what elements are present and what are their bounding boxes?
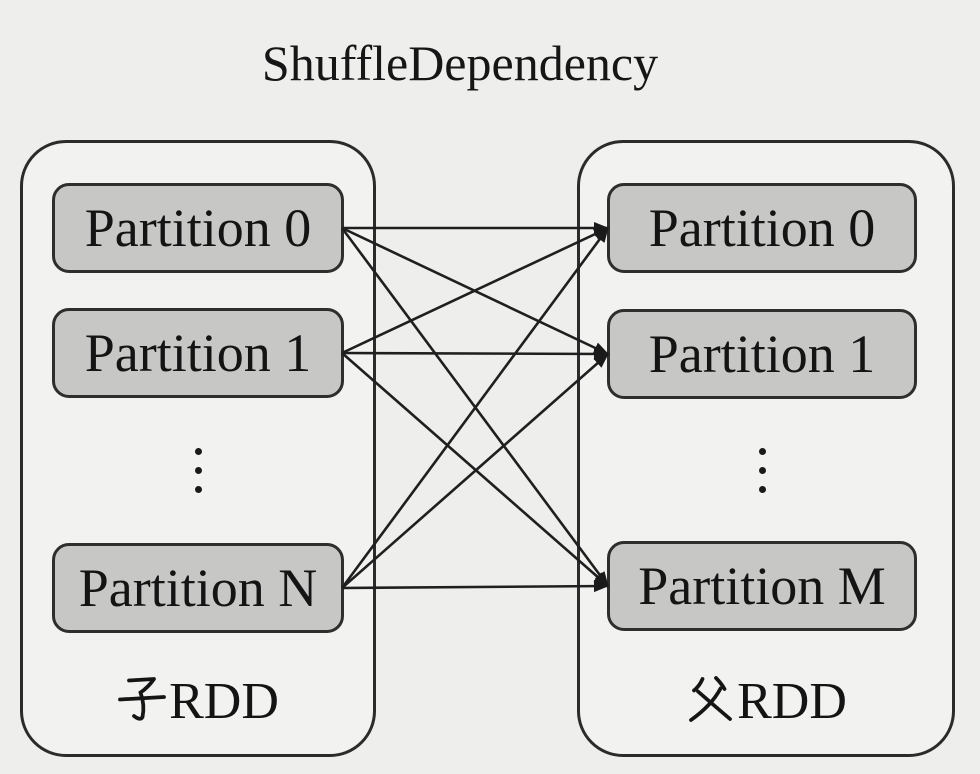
right-partition-0: Partition 0 xyxy=(607,183,917,273)
shuffle-edge-1-2 xyxy=(341,352,609,587)
shuffle-edge-0-2 xyxy=(340,227,610,587)
right-partition-m: Partition M xyxy=(607,541,917,631)
ellipsis-dot xyxy=(758,467,766,474)
shuffle-edge-2-2 xyxy=(341,580,609,593)
ellipsis-dot xyxy=(194,486,202,493)
left-partition-0: Partition 0 xyxy=(52,183,344,273)
left-partition-1: Partition 1 xyxy=(52,308,344,398)
shuffle-edge-1-1 xyxy=(341,347,609,360)
shuffle-edge-0-1 xyxy=(341,226,609,356)
shuffle-edge-1-0 xyxy=(341,226,609,355)
parent-rdd-label-text: RDD xyxy=(737,672,847,730)
left-partition-n: Partition N xyxy=(52,543,344,633)
parent-rdd-label: RDD xyxy=(577,662,955,740)
ellipsis-dot xyxy=(758,486,766,493)
ellipsis-dot xyxy=(758,448,766,455)
left-vertical-ellipsis xyxy=(52,448,344,493)
ellipsis-dot xyxy=(194,467,202,474)
shuffle-edge-2-1 xyxy=(341,353,609,589)
han-fu-parent-glyph xyxy=(689,676,732,722)
right-vertical-ellipsis xyxy=(607,448,917,493)
ellipsis-dot xyxy=(194,448,202,455)
right-partition-1: Partition 1 xyxy=(607,309,917,399)
shuffle-edge-2-0 xyxy=(340,227,610,589)
child-rdd-label-text: RDD xyxy=(169,672,279,730)
child-rdd-label: RDD xyxy=(20,662,376,740)
han-zi-child-glyph xyxy=(118,677,166,721)
diagram-title: ShuffleDependency xyxy=(261,35,659,91)
